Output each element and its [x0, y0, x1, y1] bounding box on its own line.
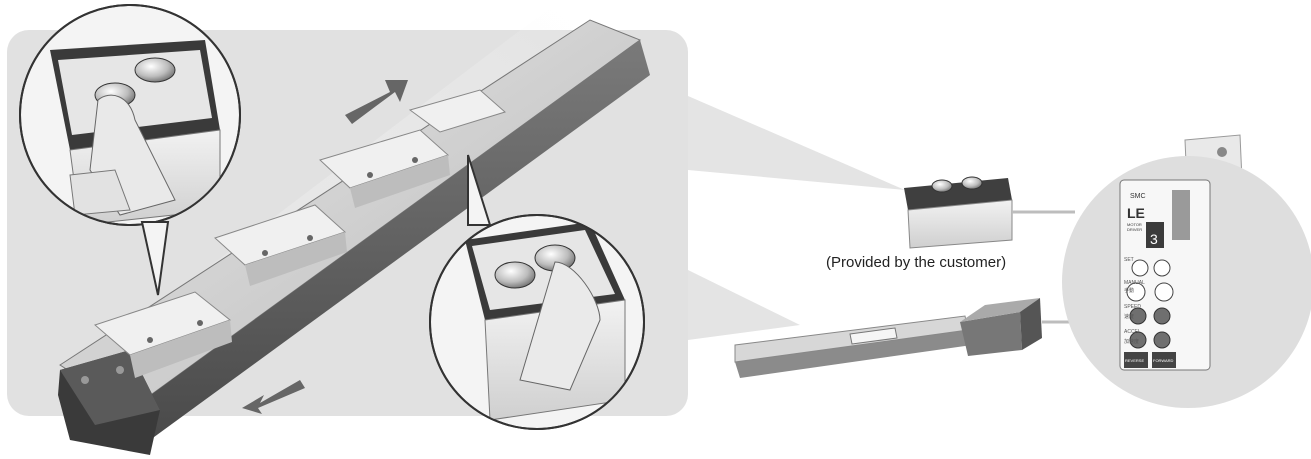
driver-button-reverse: REVERSE — [1125, 358, 1144, 363]
motor-driver: SMC LE MOTOR DRIVER 3 SET MANUAL SPEED A… — [1062, 134, 1311, 408]
driver-label-manual: MANUAL — [1124, 280, 1145, 286]
driver-label-speed: SPEED — [1124, 304, 1141, 310]
zoom-circle-right — [429, 154, 645, 430]
driver-model-letters: LE — [1127, 205, 1145, 221]
callout-pointer-left — [140, 221, 170, 296]
driver-cjk-accel: 加速度 — [1124, 338, 1139, 345]
driver-cjk-speed: 速度 — [1124, 313, 1134, 320]
arrow-up-right-icon — [345, 80, 408, 124]
driver-digit: 3 — [1150, 231, 1158, 247]
zoom-circle-left — [19, 4, 241, 226]
small-actuator — [734, 298, 1042, 378]
driver-model-line-1: MOTOR — [1127, 222, 1142, 227]
driver-brand: SMC — [1130, 193, 1146, 200]
customer-provided-caption: (Provided by the customer) — [826, 254, 1007, 271]
driver-cjk-manual: 手動 — [1124, 287, 1134, 294]
rail-actuator — [58, 0, 650, 455]
driver-label-accel: ACCEL — [1124, 329, 1141, 335]
callout-wedge-lower — [688, 270, 800, 340]
driver-label-set: SET — [1124, 257, 1134, 263]
driver-button-forward: FORWARD — [1153, 358, 1174, 363]
external-switch-box — [904, 176, 1013, 249]
arrow-down-left-icon — [242, 380, 305, 414]
driver-model-line-2: DRIVER — [1127, 227, 1142, 232]
callout-wedge-upper — [688, 96, 905, 190]
